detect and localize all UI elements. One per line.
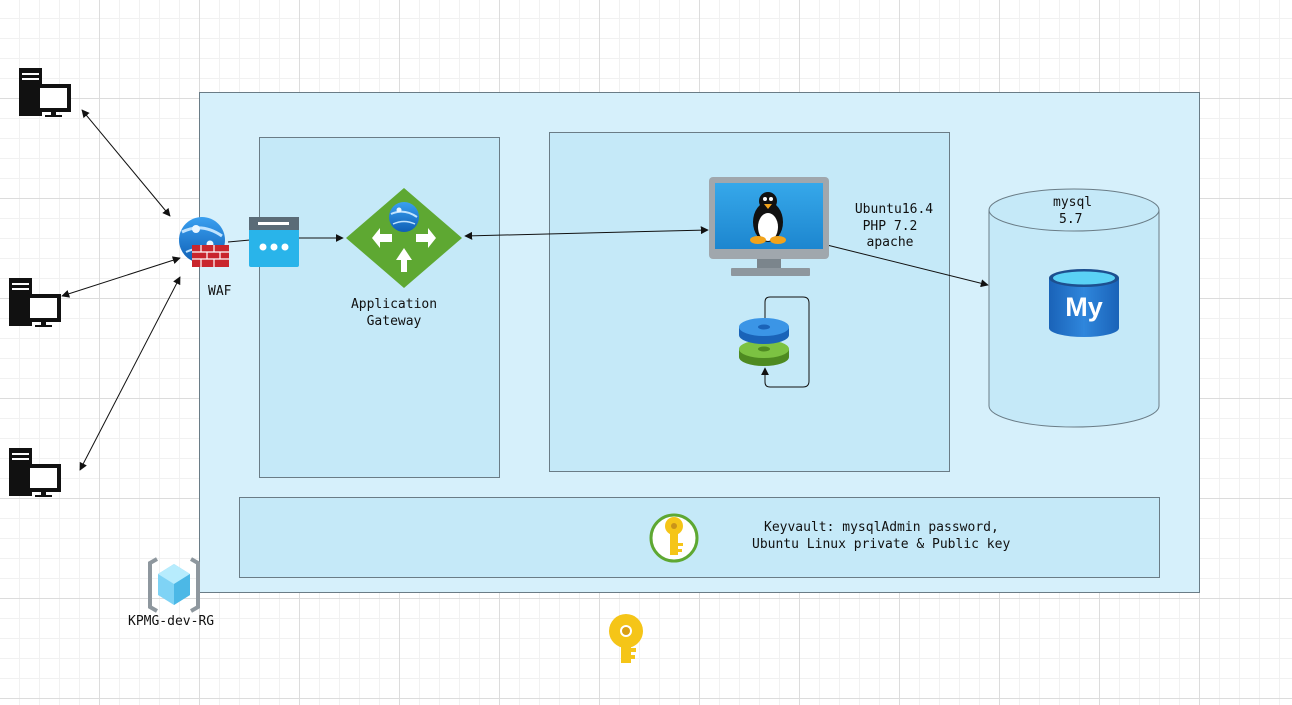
arrow-client3-waf: [79, 276, 181, 471]
line-waf-ip: [227, 239, 251, 243]
connectors: [61, 109, 989, 471]
client-computer-icon[interactable]: [9, 278, 61, 327]
waf-label: WAF: [208, 284, 232, 299]
disk-loop-connector: [761, 296, 810, 388]
web-application-firewall-icon[interactable]: [179, 217, 229, 267]
app-gateway-label-line1: Application: [350, 297, 438, 312]
app-gateway-subnet: [259, 137, 500, 478]
mysql-logo-text: My: [1065, 292, 1103, 322]
arrow-gateway-vm: [464, 226, 709, 240]
public-ip-icon[interactable]: [249, 217, 299, 267]
keyvault-container: [239, 497, 1160, 578]
managed-disk-icon[interactable]: [739, 318, 789, 366]
mysql-database-icon[interactable]: My: [1049, 269, 1119, 337]
vm-label-line3: apache: [866, 235, 914, 250]
arrow-client2-waf: [61, 256, 181, 298]
keyvault-label-line1: Keyvault: mysqlAdmin password,: [764, 520, 999, 535]
arrow-client1-waf: [81, 109, 171, 217]
application-gateway-icon[interactable]: [346, 188, 462, 288]
arrow-vm-mysql: [826, 244, 989, 288]
resource-group-icon[interactable]: [148, 557, 200, 613]
key-icon[interactable]: [609, 614, 643, 663]
app-gateway-label-line2: Gateway: [366, 314, 422, 329]
client-computer-icon[interactable]: [9, 448, 61, 497]
vm-label-line1: Ubuntu16.4: [854, 202, 934, 217]
linux-virtual-machine-icon[interactable]: [709, 177, 829, 276]
client-computer-icon[interactable]: [19, 68, 71, 117]
vm-label-line2: PHP 7.2: [862, 219, 918, 234]
mysql-label-line2: 5.7: [1059, 212, 1083, 227]
key-vault-icon[interactable]: [649, 513, 699, 563]
keyvault-label-line2: Ubuntu Linux private & Public key: [752, 537, 1011, 552]
mysql-label-line1: mysql: [1053, 195, 1093, 210]
resource-group-label: KPMG-dev-RG: [128, 614, 215, 629]
